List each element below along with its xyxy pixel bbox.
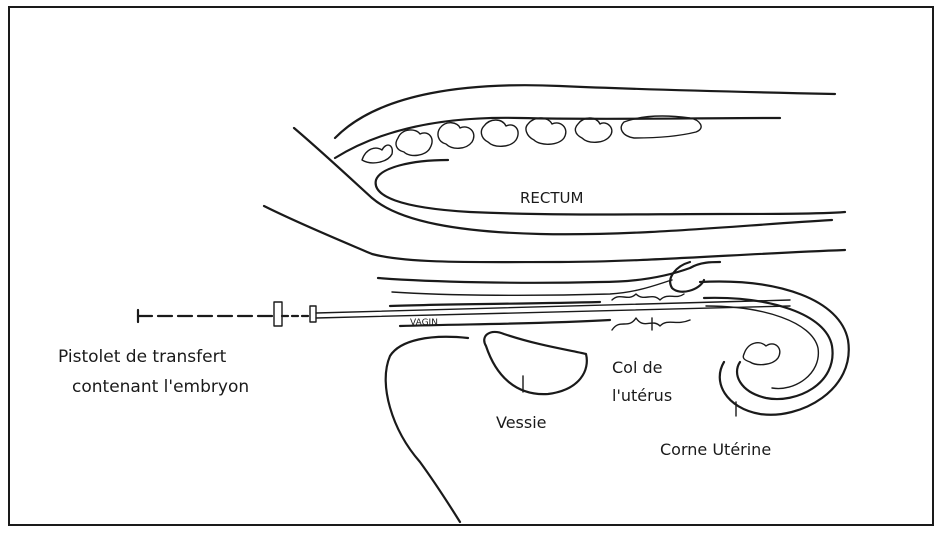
- uterine-horn-inner: [706, 306, 818, 389]
- label-vagin: VAGIN: [410, 318, 438, 328]
- rectum-pocket: [376, 160, 845, 215]
- label-col-line1: Col de: [612, 358, 663, 377]
- label-col-line2: l'utérus: [612, 386, 672, 405]
- feces-shapes: [362, 116, 701, 163]
- label-rectum: RECTUM: [520, 189, 583, 207]
- label-pistolet-line1: Pistolet de transfert: [58, 347, 227, 367]
- label-pistolet-line2: contenant l'embryon: [72, 377, 249, 397]
- cervix-hook: [670, 262, 704, 292]
- label-vessie: Vessie: [496, 413, 547, 432]
- pubis-curve: [386, 337, 468, 522]
- cervix-folds-lower: [612, 318, 690, 330]
- cervix-folds: [612, 294, 684, 300]
- label-corne: Corne Utérine: [660, 440, 771, 459]
- vaginal-upper-wall: [378, 262, 720, 283]
- uterine-horn-core: [743, 343, 780, 365]
- bladder-outline: [484, 332, 587, 394]
